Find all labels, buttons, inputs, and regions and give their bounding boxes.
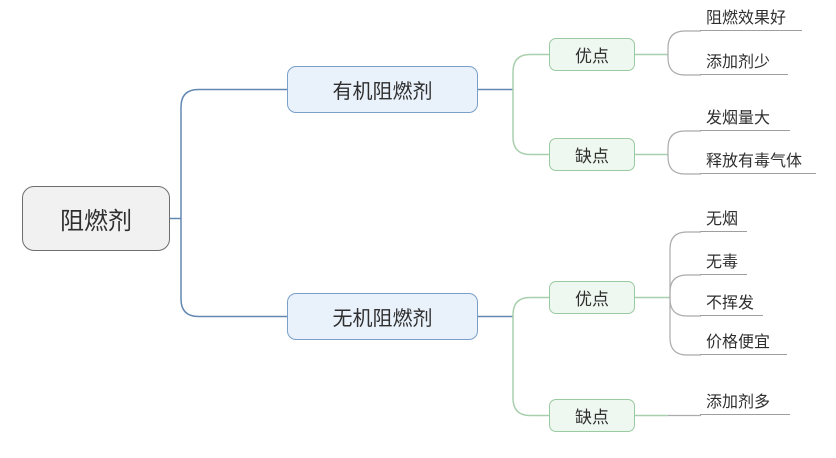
- leaf-node[interactable]: 无毒: [700, 251, 747, 275]
- leaf-node[interactable]: 添加剂少: [700, 51, 788, 75]
- sub-node-inorganic-disadvantages[interactable]: 缺点: [549, 399, 635, 432]
- leaf-node[interactable]: 价格便宜: [700, 331, 787, 355]
- leaf-node[interactable]: 阻燃效果好: [700, 7, 802, 31]
- edges-sub-to-leaves: [667, 30, 701, 417]
- edges-root-to-branches: [170, 88, 513, 318]
- leaf-node[interactable]: 释放有毒气体: [700, 150, 816, 174]
- branch-node-inorganic[interactable]: 无机阻燃剂: [287, 293, 478, 340]
- sub-node-organic-advantages[interactable]: 优点: [549, 38, 635, 71]
- root-node-label: 阻燃剂: [60, 208, 132, 235]
- sub-node-label: 优点: [575, 47, 609, 66]
- sub-node-inorganic-advantages[interactable]: 优点: [549, 281, 635, 314]
- branch-node-label: 有机阻燃剂: [332, 81, 433, 103]
- leaf-node[interactable]: 不挥发: [700, 292, 763, 316]
- root-node-flame-retardant[interactable]: 阻燃剂: [22, 186, 170, 251]
- leaf-node[interactable]: 无烟: [700, 208, 747, 232]
- sub-node-label: 优点: [575, 290, 609, 309]
- sub-node-label: 缺点: [575, 147, 609, 166]
- leaf-node[interactable]: 添加剂多: [700, 391, 790, 415]
- edges-branch-to-sub: [512, 53, 670, 417]
- branch-node-organic[interactable]: 有机阻燃剂: [287, 66, 478, 113]
- sub-node-organic-disadvantages[interactable]: 缺点: [549, 138, 635, 171]
- leaf-node[interactable]: 发烟量大: [700, 107, 790, 131]
- branch-node-label: 无机阻燃剂: [332, 308, 433, 330]
- sub-node-label: 缺点: [575, 408, 609, 427]
